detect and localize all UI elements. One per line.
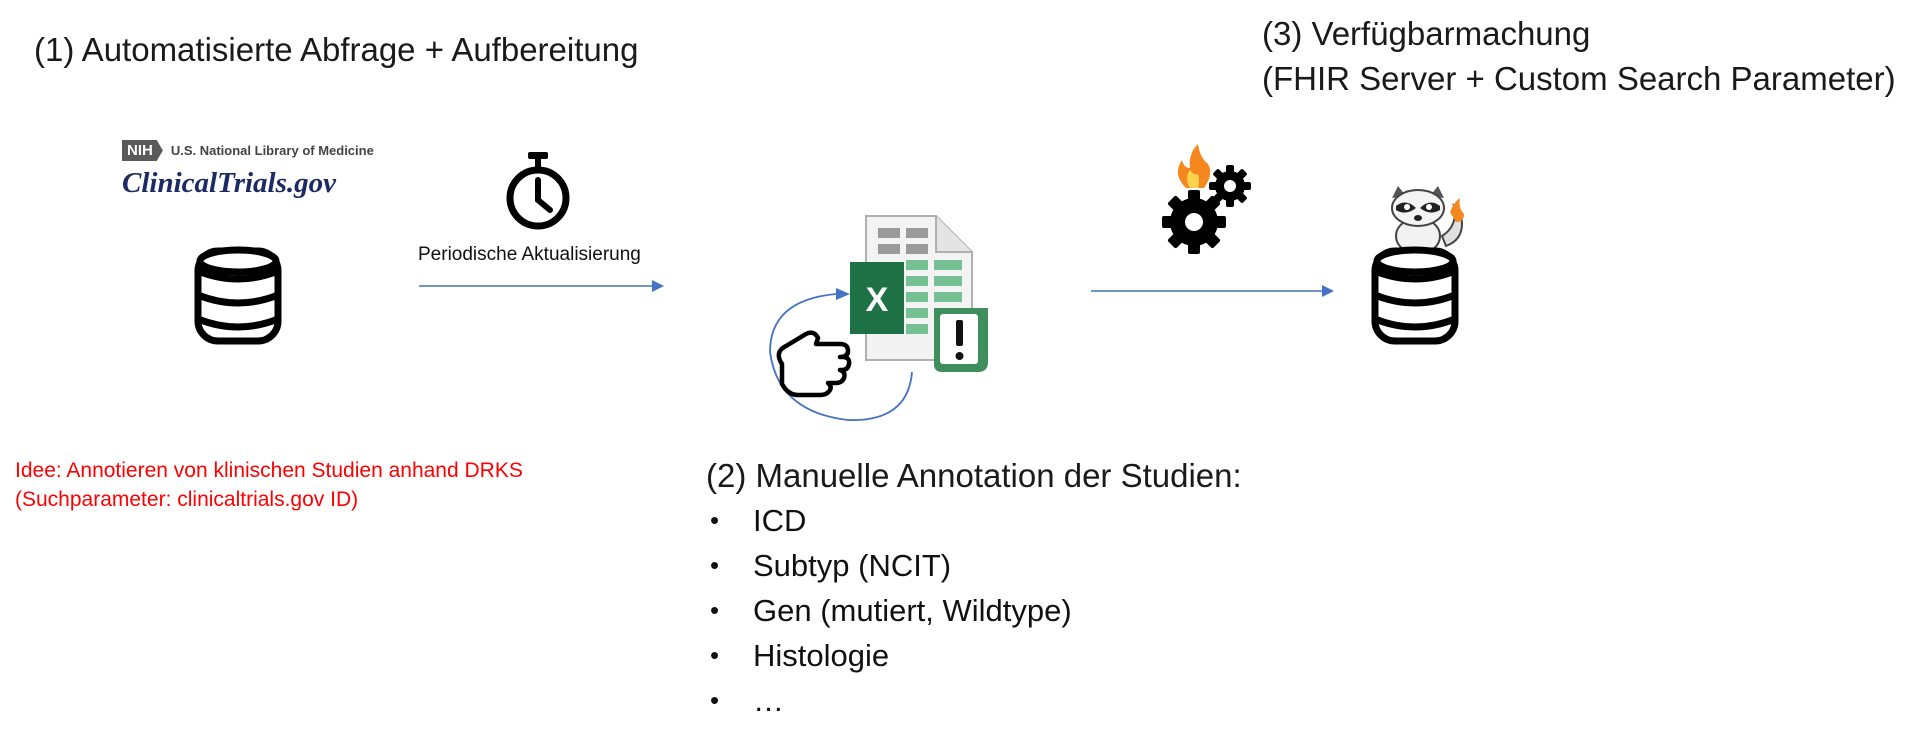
- stopwatch-icon: [506, 152, 570, 230]
- flow-arrow-1: [419, 280, 664, 292]
- update-label: Periodische Aktualisierung: [418, 244, 641, 265]
- excel-annotation-icon: X: [769, 215, 988, 421]
- svg-text:X: X: [866, 281, 889, 319]
- flow-arrow-2: [1091, 285, 1334, 297]
- fhir-gears-icon: [1162, 144, 1251, 254]
- step3-title-line2: (FHIR Server + Custom Search Parameter): [1262, 60, 1896, 97]
- list-item: Gen (mutiert, Wildtype): [706, 588, 1072, 633]
- database-icon: [194, 246, 282, 345]
- list-item: ICD: [706, 498, 1072, 543]
- note-line-1: Idee: Annotieren von klinischen Studien …: [15, 459, 523, 482]
- clinicaltrials-wordmark: ClinicalTrials.gov: [122, 167, 337, 199]
- nih-name: U.S. National Library of Medicine: [170, 143, 374, 158]
- note-line-2: (Suchparameter: clinicaltrials.gov ID): [15, 488, 359, 511]
- list-item: Subtyp (NCIT): [706, 543, 1072, 588]
- fhir-server-database-icon: [1371, 246, 1459, 345]
- clinicaltrials-logo: NIH U.S. National Library of Medicine Cl…: [122, 140, 374, 200]
- annotation-list: ICD Subtyp (NCIT) Gen (mutiert, Wildtype…: [706, 498, 1072, 723]
- step2-title: (2) Manuelle Annotation der Studien:: [706, 457, 1242, 494]
- list-item: Histologie: [706, 633, 1072, 678]
- list-item: …: [706, 678, 1072, 723]
- nih-badge: NIH: [122, 140, 163, 161]
- step3-title-line1: (3) Verfügbarmachung: [1262, 15, 1591, 52]
- raccoon-mascot-icon: [1391, 186, 1464, 255]
- step1-title: (1) Automatisierte Abfrage + Aufbereitun…: [34, 31, 639, 68]
